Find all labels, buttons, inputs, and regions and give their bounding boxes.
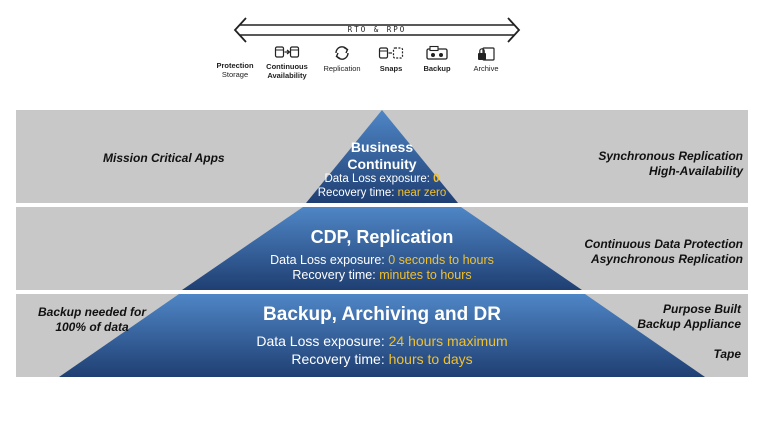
tool-archive: Archive bbox=[451, 45, 521, 73]
rto-rpo-arrow bbox=[233, 17, 521, 43]
side-label-line: Continuous Data Protection bbox=[584, 237, 743, 251]
tier-title-backup-archiving-dr: Backup, Archiving and DR bbox=[263, 304, 501, 325]
pyramid-tier-middle bbox=[182, 207, 582, 290]
recovery-label: Recovery time: bbox=[292, 268, 380, 282]
tool-label: Protection bbox=[216, 61, 254, 70]
tool-replication: Replication bbox=[307, 45, 377, 73]
side-label-sync-replication: Synchronous Replication High-Availabilit… bbox=[598, 149, 743, 179]
recovery-value: hours to days bbox=[388, 351, 473, 367]
tool-label: Backup bbox=[423, 64, 451, 73]
tier-title-cdp-replication: CDP, Replication bbox=[310, 227, 454, 247]
tool-protection-storage: Protection Storage bbox=[200, 61, 270, 79]
tool-label: Replication bbox=[323, 64, 361, 73]
tier-title-line: Continuity bbox=[347, 156, 417, 172]
db-sync-icon bbox=[274, 46, 300, 58]
refresh-icon bbox=[335, 46, 349, 60]
loss-value: 24 hours maximum bbox=[388, 333, 508, 349]
tool-continuous-availability: Continuous Availability bbox=[252, 45, 322, 80]
tool-label: Archive bbox=[473, 64, 499, 73]
tier-loss-exposure: Data Loss exposure: 0 seconds to hours bbox=[232, 253, 532, 267]
tool-label: Continuous Availability bbox=[266, 62, 308, 80]
side-label-cdp-async: Continuous Data Protection Asynchronous … bbox=[584, 237, 743, 267]
tier-loss-exposure: Data Loss exposure: 24 hours maximum bbox=[202, 333, 562, 349]
pyramid-tier-top bbox=[306, 110, 458, 203]
recovery-value: minutes to hours bbox=[379, 268, 472, 282]
tier-recovery-time: Recovery time: near zero bbox=[282, 187, 482, 199]
side-label-line: Purpose Built bbox=[662, 302, 741, 316]
tier-title-business-continuity: Business Continuity bbox=[322, 139, 442, 173]
locked-archive-icon bbox=[478, 47, 495, 61]
recovery-label: Recovery time: bbox=[291, 351, 389, 367]
side-label-backup-needed: Backup needed for 100% of data bbox=[22, 305, 162, 335]
pyramid-tier-bottom bbox=[59, 294, 705, 377]
tier-loss-exposure: Data Loss exposure: 0 bbox=[282, 173, 482, 185]
side-label-line: Synchronous Replication bbox=[598, 149, 743, 163]
rto-rpo-label: RTO & RPO bbox=[347, 25, 407, 34]
side-label-line: Asynchronous Replication bbox=[590, 252, 743, 266]
db-snapshot-icon bbox=[378, 47, 404, 59]
loss-label: Data Loss exposure: bbox=[270, 253, 389, 267]
tier-title-line: Business bbox=[350, 139, 414, 155]
recovery-label: Recovery time: bbox=[317, 187, 398, 199]
loss-value: 0 bbox=[433, 173, 440, 185]
tier-recovery-time: Recovery time: minutes to hours bbox=[232, 268, 532, 282]
side-label-tape: Tape bbox=[713, 347, 741, 361]
tool-backup: Backup bbox=[402, 45, 472, 73]
recovery-value: near zero bbox=[397, 187, 447, 199]
loss-value: 0 seconds to hours bbox=[388, 253, 494, 267]
tool-sublabel: Storage bbox=[221, 70, 249, 79]
side-label-mission-critical-apps: Mission Critical Apps bbox=[103, 151, 225, 165]
side-label-line: High-Availability bbox=[648, 164, 743, 178]
tool-snaps: Snaps bbox=[356, 45, 426, 73]
side-label-line: 100% of data bbox=[55, 320, 129, 334]
side-label-line: Backup needed for bbox=[37, 305, 147, 319]
loss-label: Data Loss exposure: bbox=[324, 173, 434, 185]
loss-label: Data Loss exposure: bbox=[256, 333, 389, 349]
backup-device-icon bbox=[426, 45, 448, 60]
tool-label: Snaps bbox=[379, 64, 403, 73]
tier-recovery-time: Recovery time: hours to days bbox=[202, 351, 562, 367]
side-label-purpose-built: Purpose Built Backup Appliance bbox=[637, 302, 741, 332]
side-label-line: Backup Appliance bbox=[637, 317, 741, 331]
